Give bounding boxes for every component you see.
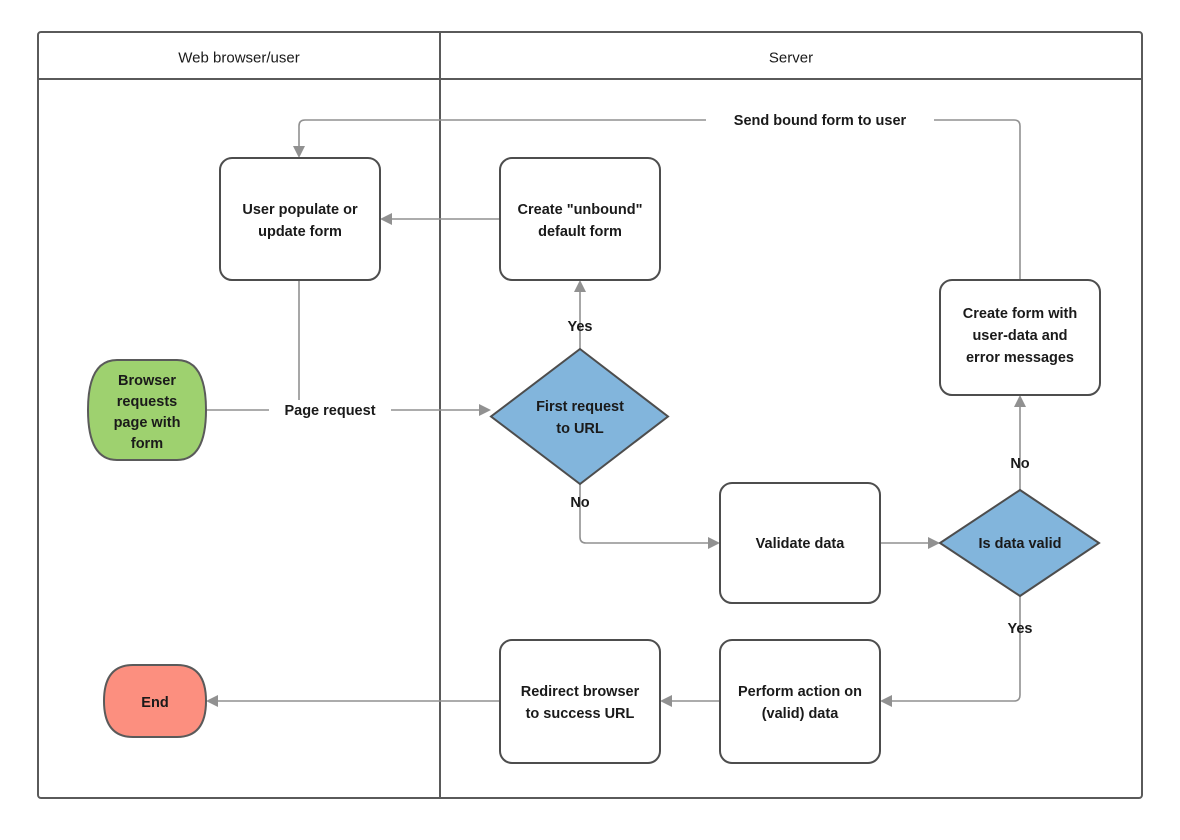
edge-page-request-arrowhead	[479, 404, 491, 416]
node-is-data-valid-label: Is data valid	[978, 536, 1061, 552]
node-create-form-errors-line-2: user-data and	[972, 328, 1067, 344]
edge-first-request-no-line	[579, 484, 710, 544]
edge-label-valid-no: No	[1010, 456, 1029, 472]
edge-label-valid-yes: Yes	[1008, 621, 1033, 637]
node-end-label: End	[141, 695, 168, 711]
edge-send-bound-form-arrowhead	[293, 146, 305, 158]
node-user-populate-line-2: update form	[258, 224, 342, 240]
node-perform-action-on-valid-data[interactable]: Perform action on (valid) data	[719, 639, 881, 764]
node-is-data-valid-shape[interactable]	[938, 488, 1101, 598]
edges-layer	[206, 119, 1026, 707]
edge-label-page-request: Page request	[284, 403, 375, 419]
node-create-unbound-line-2: default form	[538, 224, 622, 240]
edge-label-first-request-no: No	[570, 495, 589, 511]
node-is-data-valid[interactable]: Is data valid	[938, 488, 1101, 598]
node-user-populate-or-update-form[interactable]: User populate or update form	[219, 157, 381, 281]
node-perform-action-line-1: Perform action on	[738, 684, 862, 700]
node-first-request-shape[interactable]	[489, 347, 670, 486]
edge-validate-to-valid-arrowhead	[928, 537, 940, 549]
node-perform-action-line-2: (valid) data	[762, 706, 839, 722]
edge-valid-no-arrowhead	[1014, 395, 1026, 407]
node-create-unbound-line-1: Create "unbound"	[518, 202, 643, 218]
edge-valid-yes-line	[890, 596, 1021, 702]
node-first-request-to-url[interactable]: First request to URL	[489, 347, 670, 486]
edge-redirect-to-end-arrowhead	[206, 695, 218, 707]
node-redirect-browser-line-2: to success URL	[526, 706, 635, 722]
node-user-populate-line-1: User populate or	[242, 202, 358, 218]
node-browser-requests-line-2: requests	[117, 394, 177, 410]
node-create-unbound-shape[interactable]	[499, 157, 661, 281]
node-validate-data-shape[interactable]	[719, 482, 881, 604]
node-create-form-errors-line-1: Create form with	[963, 306, 1077, 322]
node-browser-requests-shape[interactable]	[86, 359, 208, 461]
lane-title-web-browser-user: Web browser/user	[178, 49, 299, 66]
edge-first-request-yes-arrowhead	[574, 280, 586, 292]
edge-label-send-bound-form-bg	[706, 110, 934, 130]
edge-label-send-bound-form: Send bound form to user	[734, 113, 907, 129]
node-redirect-browser-shape[interactable]	[499, 639, 661, 764]
edge-unbound-to-user-arrowhead	[380, 213, 392, 225]
node-perform-action-shape[interactable]	[719, 639, 881, 764]
node-validate-data[interactable]: Validate data	[719, 482, 881, 604]
node-create-unbound-default-form[interactable]: Create "unbound" default form	[499, 157, 661, 281]
edge-label-page-request-bg	[269, 400, 391, 420]
node-browser-requests-line-3: page with	[114, 415, 181, 431]
node-create-form-with-user-data-and-error-messages[interactable]: Create form with user-data and error mes…	[939, 279, 1101, 396]
node-user-populate-shape[interactable]	[219, 157, 381, 281]
node-create-form-errors-shape[interactable]	[939, 279, 1101, 396]
edge-valid-yes-arrowhead	[880, 695, 892, 707]
node-end[interactable]: End	[102, 664, 208, 738]
node-browser-requests-line-1: Browser	[118, 373, 176, 389]
node-browser-requests-page-with-form[interactable]: Browser requests page with form	[86, 359, 208, 461]
edge-first-request-no-arrowhead	[708, 537, 720, 549]
node-redirect-browser-line-1: Redirect browser	[521, 684, 640, 700]
edge-send-bound-form-line	[298, 119, 1021, 280]
edge-labels-layer: Send bound form to user Page request Yes…	[269, 110, 1033, 637]
lane-title-server: Server	[769, 49, 813, 66]
node-redirect-browser-to-success-url[interactable]: Redirect browser to success URL	[499, 639, 661, 764]
node-first-request-line-1: First request	[536, 399, 624, 415]
node-create-form-errors-line-3: error messages	[966, 350, 1074, 366]
edge-perform-to-redirect-arrowhead	[660, 695, 672, 707]
node-first-request-line-2: to URL	[556, 421, 604, 437]
node-browser-requests-line-4: form	[131, 436, 163, 452]
edge-label-first-request-yes: Yes	[568, 319, 593, 335]
node-validate-data-label: Validate data	[756, 536, 846, 552]
node-end-shape[interactable]	[102, 664, 208, 738]
